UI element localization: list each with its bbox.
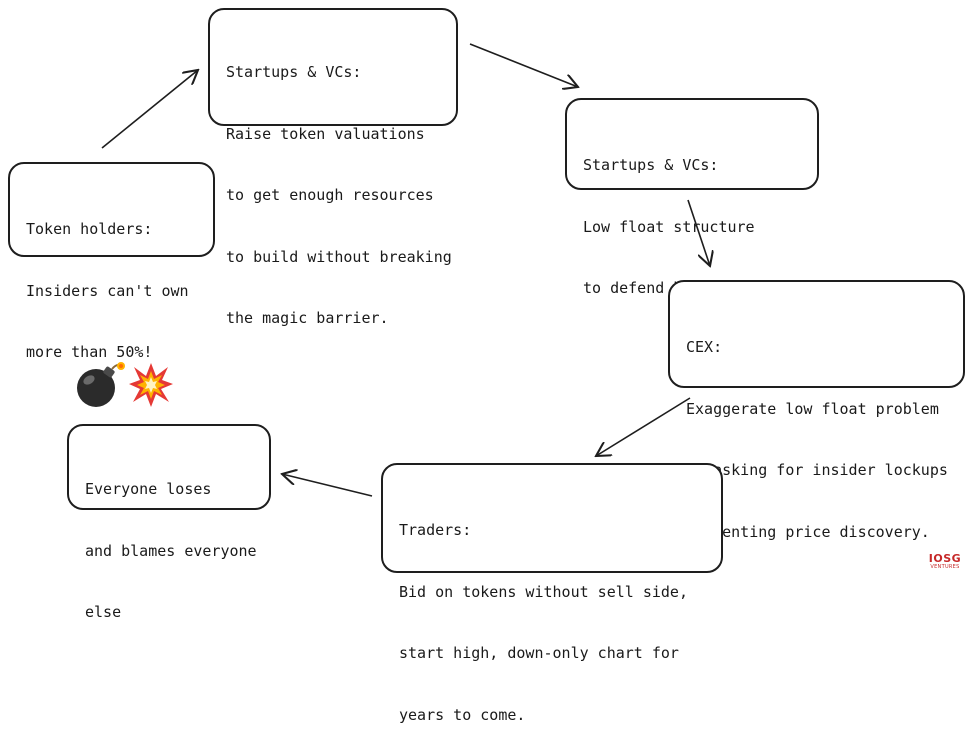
arrow-token-holders-to-startups-raise (101, 70, 198, 149)
node-text-line: years to come. (399, 705, 526, 724)
node-text-line: the magic barrier. (226, 309, 389, 327)
node-text-line: Everyone loses (85, 480, 212, 498)
node-text-line: Bid on tokens without sell side, (399, 582, 688, 601)
node-cex: CEX: Exaggerate low float problem by ask… (668, 280, 965, 541)
node-text-line: Traders: (399, 521, 472, 539)
node-text-line: by asking for insider lockups (686, 461, 948, 479)
logo-mark: IOSG (928, 552, 962, 565)
node-text-line: Raise token valuations (226, 124, 425, 143)
arrow-traders-to-everyone (282, 474, 373, 497)
node-everyone-loses: Everyone loses and blames everyone else (67, 424, 271, 621)
node-token-holders: Token holders: Insiders can't own more t… (8, 162, 215, 361)
node-text-line: else (85, 603, 122, 621)
node-traders: Traders: Bid on tokens without sell side… (381, 463, 723, 724)
explosion-icon (129, 363, 173, 407)
node-startups-raise-valuations: Startups & VCs: Raise token valuations t… (208, 8, 458, 327)
flow-arrows (101, 43, 972, 497)
arrow-cex-to-traders (596, 397, 691, 456)
logo-subtitle: VENTURES (930, 564, 960, 570)
arrow-startups-float-to-cex (687, 199, 710, 266)
bomb-icon (77, 362, 125, 407)
node-text-line: Token holders: (26, 220, 153, 238)
arrow-startups-raise-to-startups-float (469, 43, 578, 87)
node-text-line: Insiders can't own (26, 281, 189, 300)
node-text-line: start high, down-only chart for (399, 644, 679, 662)
node-text-line: to build without breaking (226, 247, 452, 266)
node-text-line: and blames everyone (85, 541, 257, 560)
node-text-line: Startups & VCs: (226, 63, 362, 81)
node-text-line: preventing price discovery. (686, 522, 930, 541)
node-text-line: Low float structure (583, 217, 755, 236)
node-text-line: Exaggerate low float problem (686, 399, 939, 418)
iosg-ventures-logo: IOSG VENTURES (925, 553, 965, 571)
node-startups-low-float: Startups & VCs: Low float structure to d… (565, 98, 819, 297)
node-text-line: more than 50%! (26, 343, 153, 361)
node-text-line: Startups & VCs: (583, 156, 719, 174)
node-text-line: to get enough resources (226, 186, 434, 204)
node-text-line: CEX: (686, 338, 723, 356)
